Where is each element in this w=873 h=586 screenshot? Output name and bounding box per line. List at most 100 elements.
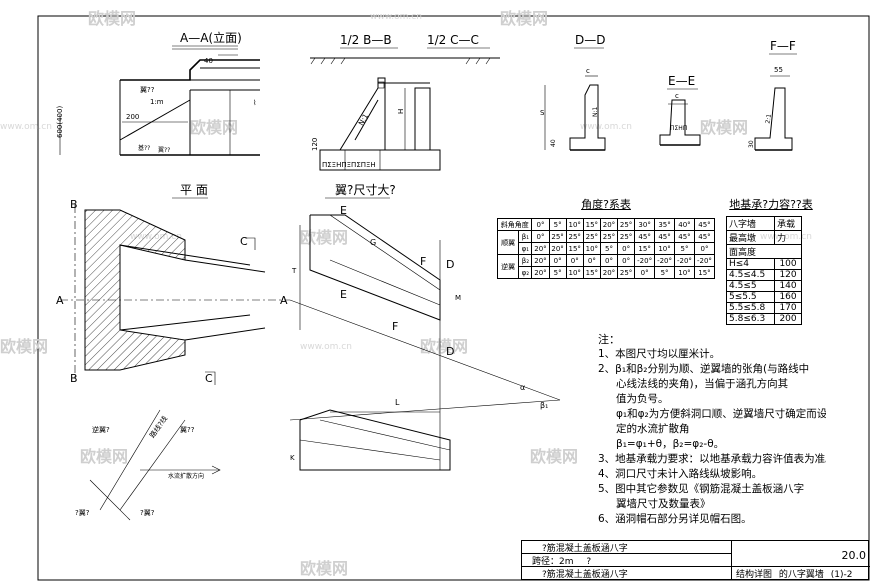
angle-table-title: 角度?系表 [581,198,631,211]
angle-cell: 0° [617,254,636,267]
bearing-head-3: 最高墩 [725,230,776,245]
angle-cell: 5° [674,242,695,255]
view-title-cc: 1/2 C—C [427,33,479,47]
angle-cell: 0° [599,254,619,267]
angle-cell: 0° [548,254,567,267]
svg-text:ΠΣΞΗΠΞΠΣΠΞΗ: ΠΣΞΗΠΞΠΣΠΞΗ [322,161,376,169]
wing-section-f-top: F [420,255,426,268]
label-wing-c: ?翼? [75,509,90,517]
angle-cell: 45° [674,230,695,243]
dim-k: K [290,454,295,462]
bearing-height: 5.5≤5.8 [725,302,776,314]
bearing-height: 5.8≤6.3 [725,313,776,325]
label-alpha: α [520,383,525,392]
view-title-ff: F—F [770,39,796,53]
sheet-frame [37,15,870,581]
angle-header-cell: 15° [582,218,601,231]
dim-55: 55 [774,66,783,74]
dim-30: 30 [748,140,755,148]
angle-cell: 0° [531,230,550,243]
view-wing-dims: 翼?尺寸大? T G L K M E E D D F F α β₁ [289,183,561,471]
note-line: φ₁和φ₂为方便斜洞口顺、逆翼墙尺寸确定而设 [616,408,826,420]
plan-section-b-top: B [70,198,78,211]
dim-1m: 1:m [150,98,164,106]
watermark-site: www.om.cn [580,122,632,132]
note-line: 1、本图尺寸均以厘米计。 [598,348,721,360]
watermark-logo: 欧模网 [700,118,748,137]
angle-symbol: φ₂ [518,266,533,279]
svg-text:⌇: ⌇ [253,99,256,107]
angle-header-cell: 20° [599,218,619,231]
angle-cell: 5° [654,266,676,279]
angle-cell: 25° [565,230,584,243]
angle-cell: 45° [693,230,716,243]
bearing-value: 170 [774,302,802,314]
angle-cell: 20° [548,242,567,255]
angle-cell: -20° [654,254,676,267]
angle-header-cell: 40° [674,218,695,231]
angle-cell: 20° [531,242,550,255]
dim-n1: N:1 [357,113,370,127]
angle-cell: 20° [531,254,550,267]
view-title-bb: 1/2 B—B [340,33,392,47]
label-axis: 路线?线 [148,414,170,439]
bearing-head-5: 面高度 [726,244,802,259]
watermark-logo: 欧模网 [300,228,348,247]
angle-cell: 0° [565,254,584,267]
bearing-height: 5≤5.5 [725,291,776,303]
watermark-site: www.om.cn [300,342,352,352]
label-wing-a2: 翼?? [180,426,195,434]
watermark-logo: 欧模网 [88,9,136,28]
angle-cell: -20° [693,254,716,267]
bearing-table-title: 地基承?力容??表 [729,198,813,211]
angle-header-cell: 45° [693,218,716,231]
angle-group: 顺翼 [496,230,520,255]
note-line: 6、涵洞帽石部分另详见帽石图。 [598,513,752,525]
angle-cell: 45° [654,230,676,243]
title-row2-mid: ? [586,557,592,567]
watermark-logo: 欧模网 [190,118,238,137]
angle-cell: 10° [582,242,601,255]
dim-t: T [291,267,297,275]
svg-text:ΠΣΗΠ: ΠΣΗΠ [670,125,687,132]
title-row3-main: ?筋混凝土盖板涵八字 [542,570,628,580]
label-beta1: β₁ [540,401,548,410]
view-title-dd: D—D [575,33,605,47]
angle-cell: 15° [634,242,656,255]
angle-cell: 0° [634,266,656,279]
angle-cell: 0° [582,254,601,267]
title-row1: ?筋混凝土盖板涵八字 [522,541,732,554]
title-value: 20.0 [732,541,870,567]
dim-200: 200 [126,113,139,121]
bearing-value: 200 [774,313,802,325]
title-span: 跨径：2m [532,557,574,567]
watermark-logo: 欧模网 [530,447,578,466]
label-wing-a: 翼?? [140,86,155,94]
angle-cell: 10° [674,266,695,279]
angle-cell: 10° [654,242,676,255]
bearing-value: 160 [774,291,802,303]
notes-title: 注： [598,333,620,346]
bearing-height: H≤4 [725,258,776,270]
note-line: 翼墙尺寸及数量表》 [616,498,711,510]
view-dd: D—D S c N:1 40 [540,33,606,151]
bearing-value: 100 [774,258,802,270]
note-line: 心线法线的夹角)，当偏于涵孔方向其 [616,378,789,390]
view-aa-elevation: A—A(立面) 40 200 1:m 翼?? 基?? 翼?? 600(400) … [56,30,260,156]
label-base: 基?? [138,144,150,152]
plan-section-c-top: C [240,235,248,248]
title-sheet-row: 结构详图 的八字翼墙 (1)-2 [732,567,870,580]
angle-cell: 25° [617,266,636,279]
view-plan: 平 面 B B A A C C [56,183,290,385]
view-title-aa: A—A(立面) [180,30,242,45]
wing-section-e-bottom: E [340,288,347,301]
dim-s: S [540,109,545,117]
